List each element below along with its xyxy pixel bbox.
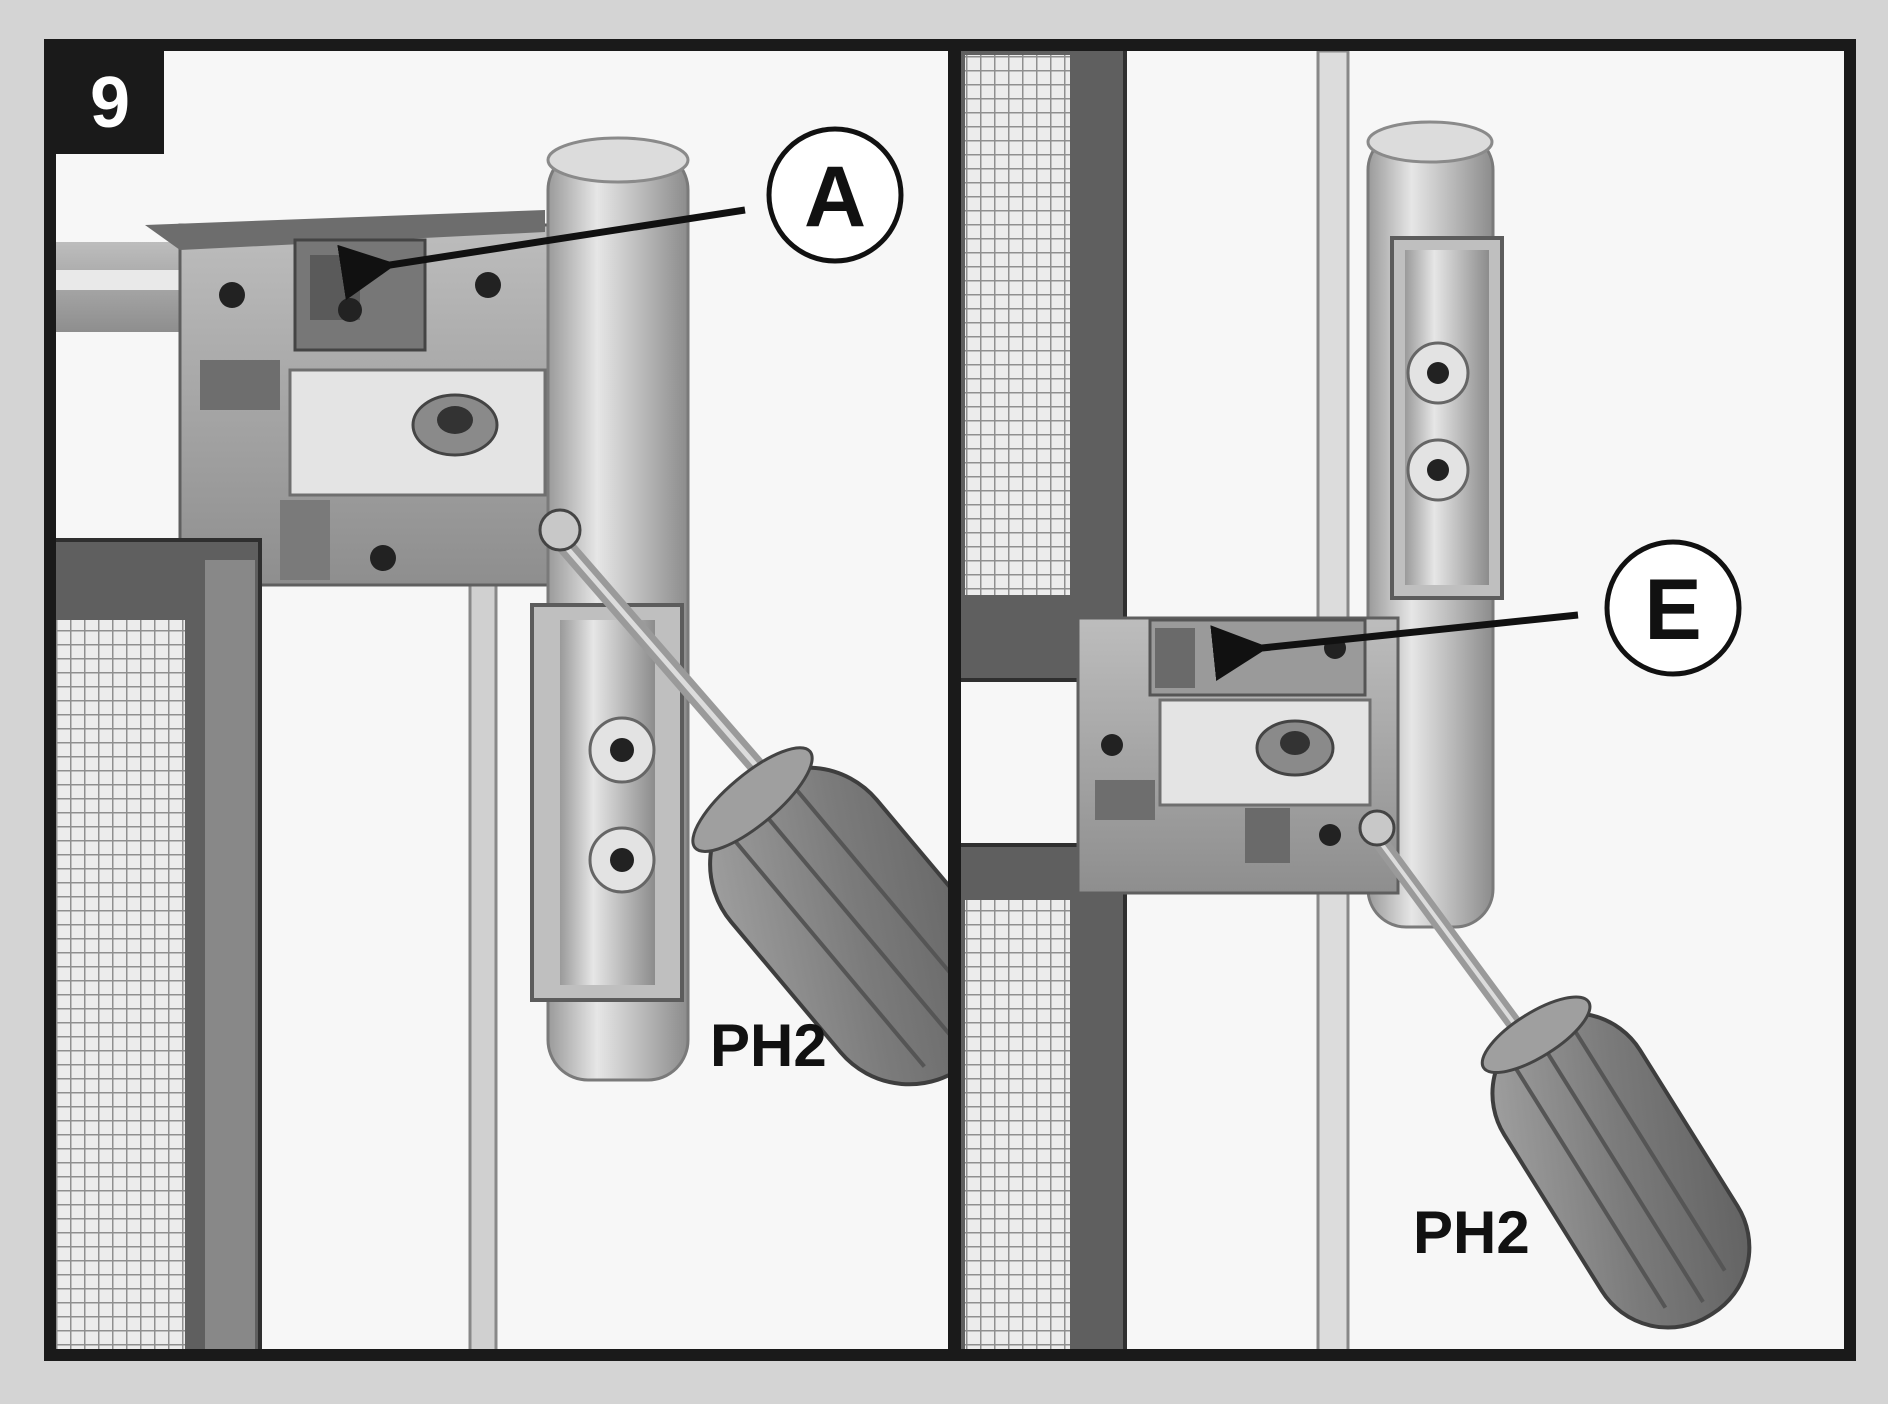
callout-e-label: E	[1644, 562, 1701, 658]
tool-label-right: PH2	[1413, 1199, 1530, 1266]
step-badge	[56, 51, 164, 154]
right-panel: E PH2	[961, 51, 1844, 1349]
tool-label-left: PH2	[710, 1012, 827, 1079]
vertical-rod	[468, 578, 498, 1349]
callout-e-circle	[1604, 539, 1742, 677]
arrow-icon	[337, 206, 746, 301]
step-number: 9	[90, 63, 130, 143]
screwdriver-icon	[691, 746, 948, 1087]
callout-a-circle	[766, 126, 904, 264]
arrow-icon	[1210, 611, 1579, 681]
screwdriver-icon	[1480, 995, 1752, 1330]
left-panel: 9 A PH2	[56, 51, 948, 1349]
panel-divider	[948, 45, 961, 1355]
callout-a-label: A	[804, 149, 866, 245]
